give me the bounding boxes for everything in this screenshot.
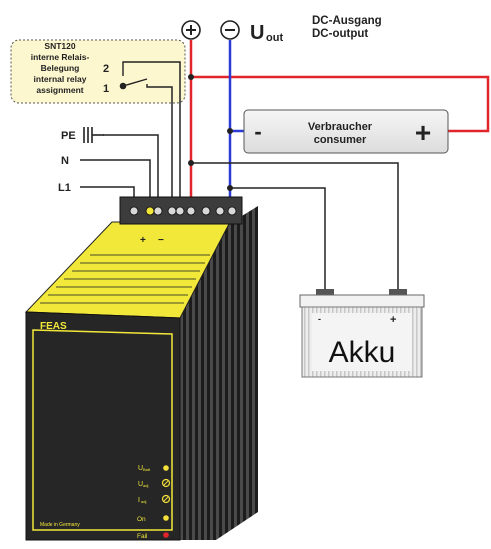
relay-box-line5: assignment <box>36 85 83 95</box>
relay-wire-1 <box>170 86 173 199</box>
led-on: On <box>137 515 169 523</box>
battery-minus: - <box>318 314 321 324</box>
device-minus-mark: − <box>158 235 164 246</box>
led-iadj-label: I <box>138 497 140 504</box>
consumer-plus: + <box>415 117 431 148</box>
pe-label: PE <box>61 130 76 142</box>
relay-pin-1-label: 1 <box>103 83 109 95</box>
led-iadj: I adj <box>138 494 171 504</box>
relay-assignment-box: SNT120 interne Relais- Belegung internal… <box>10 39 186 104</box>
power-supply-device: + − FEAS Made in Germany U Batt U adj <box>24 196 258 541</box>
dc-output-en: DC-output <box>312 28 368 40</box>
battery: - + Akku <box>299 289 425 378</box>
battery-label: Akku <box>329 336 396 369</box>
output-header: U out DC-Ausgang DC-output <box>181 15 382 44</box>
led-fail-label: Fail <box>137 533 148 540</box>
consumer-de: Verbraucher <box>308 121 373 133</box>
u-out-label: U <box>250 22 264 44</box>
battery-plus: + <box>390 314 396 326</box>
battery-positive-wire <box>191 162 399 294</box>
relay-box-line4: internal relay <box>34 74 87 84</box>
battery-negative-wire <box>230 187 326 294</box>
front-panel-yellow-frame <box>32 329 173 531</box>
u-out-subscript: out <box>266 32 283 44</box>
led-uadj-label: U <box>138 481 143 488</box>
device-plus-mark: + <box>140 235 146 246</box>
relay-contact-symbol <box>119 61 170 90</box>
wires <box>80 40 490 294</box>
device-brand: FEAS <box>40 321 67 332</box>
led-iadj-sub: adj <box>141 499 146 504</box>
device-made-in: Made in Germany <box>40 522 80 528</box>
wire-junctions <box>188 74 233 191</box>
relay-box-line1: SNT120 <box>44 41 75 51</box>
n-label: N <box>61 155 69 167</box>
device-front-panel <box>25 311 181 541</box>
pe-wire <box>103 134 159 199</box>
positive-wire-right <box>191 75 490 133</box>
led-fail: Fail <box>137 532 169 540</box>
n-wire <box>80 159 151 199</box>
led-ubatt: U Batt <box>138 465 169 472</box>
led-uadj: U adj <box>138 478 171 488</box>
led-ubatt-sub: Batt <box>143 467 151 472</box>
relay-box-line2: interne Relais- <box>31 52 90 62</box>
dc-output-de: DC-Ausgang <box>312 15 382 27</box>
l1-wire <box>80 186 135 199</box>
pe-ground-icon <box>83 127 104 143</box>
relay-box-line3: Belegung <box>41 63 80 73</box>
consumer-minus: - <box>254 119 261 144</box>
consumer-box: - + Verbraucher consumer <box>243 109 449 154</box>
consumer-en: consumer <box>314 134 367 146</box>
relay-pin-2-label: 2 <box>103 63 109 75</box>
led-on-label: On <box>137 516 146 523</box>
led-uadj-sub: adj <box>143 483 148 488</box>
led-ubatt-label: U <box>138 465 143 472</box>
terminal-screws <box>129 206 237 216</box>
l1-label: L1 <box>58 182 71 194</box>
relay-wire-2 <box>170 61 181 199</box>
